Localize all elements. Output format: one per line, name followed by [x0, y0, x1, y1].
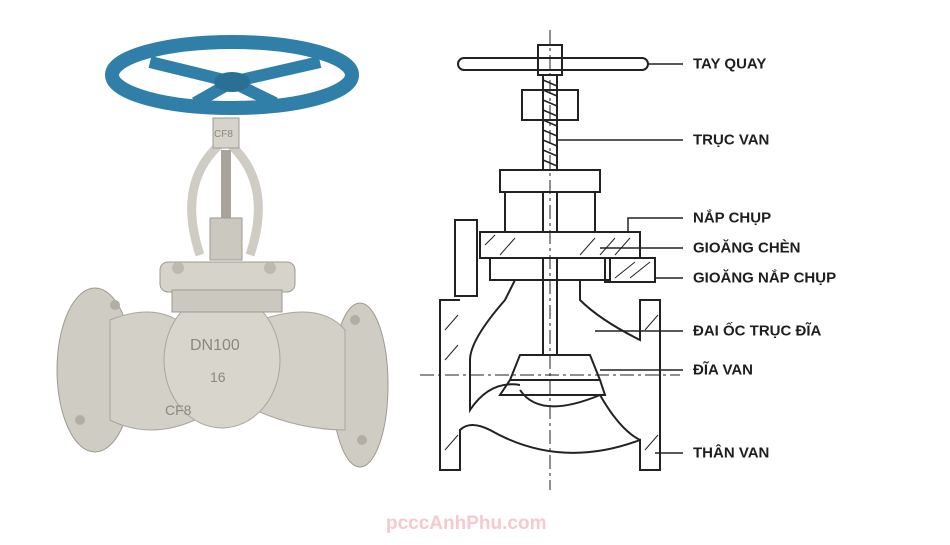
svg-text:DN100: DN100	[190, 337, 240, 354]
valve-photo: CF8 DN100 16 CF8	[56, 35, 389, 468]
label-stem: TRỤC VAN	[693, 131, 770, 149]
svg-text:16: 16	[210, 369, 226, 385]
label-bonnet-cap: NẮP CHỤP	[693, 209, 772, 227]
label-disc: ĐĨA VAN	[693, 361, 753, 379]
svg-text:CF8: CF8	[165, 402, 192, 418]
watermark: pcccAnhPhu.com	[386, 513, 547, 534]
label-bonnet-gasket: GIOĂNG NẮP CHỤP	[693, 269, 837, 287]
label-body: THÂN VAN	[693, 444, 770, 462]
label-disc-stem-nut: ĐAI ỐC TRỤC ĐĨA	[693, 322, 822, 340]
leader-lines	[557, 63, 683, 454]
svg-text:CF8: CF8	[214, 129, 233, 140]
valve-cross-section	[420, 30, 680, 490]
label-handwheel: TAY QUAY	[693, 55, 767, 73]
label-packing-gasket: GIOĂNG CHÈN	[693, 239, 801, 257]
